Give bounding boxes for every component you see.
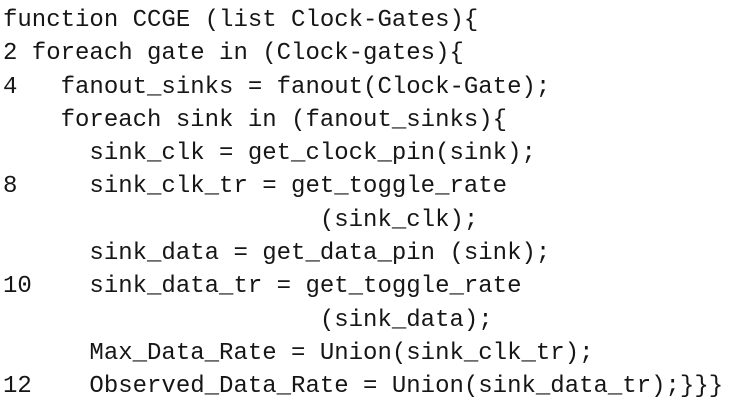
code-line: Max_Data_Rate = Union(sink_clk_tr);	[3, 339, 594, 367]
code-line: 8 sink_clk_tr = get_toggle_rate	[3, 173, 508, 201]
code-line: (sink_clk);	[3, 206, 479, 234]
code-line: sink_data = get_data_pin (sink);	[3, 240, 551, 268]
code-line: 12 Observed_Data_Rate = Union(sink_data_…	[3, 373, 724, 401]
code-line: 2 foreach gate in (Clock-gates){	[3, 40, 464, 68]
code-line: (sink_data);	[3, 306, 493, 334]
code-line: function CCGE (list Clock-Gates){	[3, 7, 479, 34]
code-line: foreach sink in (fanout_sinks){	[3, 106, 508, 134]
code-line: sink_clk = get_clock_pin(sink);	[3, 140, 536, 168]
code-line: 4 fanout_sinks = fanout(Clock-Gate);	[3, 73, 551, 101]
code-line: 10 sink_data_tr = get_toggle_rate	[3, 273, 522, 301]
